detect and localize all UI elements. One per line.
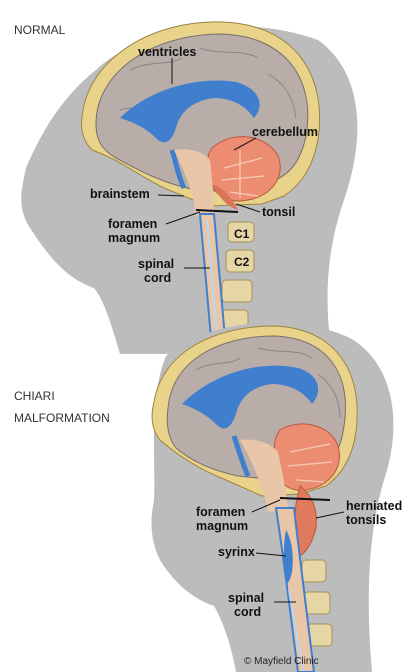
label-spinal-cord-top-2: cord <box>144 271 171 285</box>
label-c2: C2 <box>234 255 250 269</box>
label-brainstem: brainstem <box>90 187 150 201</box>
copyright-credit: © Mayfield Clinic <box>244 656 319 667</box>
label-herniated-2: tonsils <box>346 513 386 527</box>
chiari-head-illustration <box>152 322 394 672</box>
label-ventricles: ventricles <box>138 45 196 59</box>
normal-head-illustration <box>21 22 357 354</box>
label-c1: C1 <box>234 227 250 241</box>
normal-title: NORMAL <box>14 23 66 37</box>
label-cerebellum: cerebellum <box>252 125 318 139</box>
label-foramen-bottom-2: magnum <box>196 519 248 533</box>
chiari-title-line1: CHIARI <box>14 389 55 403</box>
label-foramen-bottom-1: foramen <box>196 505 245 519</box>
label-foramen-top-1: foramen <box>108 217 157 231</box>
label-spinal-cord-top-1: spinal <box>138 257 174 271</box>
chiari-title-line2: MALFORMATION <box>14 411 110 425</box>
label-tonsil: tonsil <box>262 205 295 219</box>
label-syrinx: syrinx <box>218 545 255 559</box>
label-spinal-cord-bottom-2: cord <box>234 605 261 619</box>
label-spinal-cord-bottom-1: spinal <box>228 591 264 605</box>
label-foramen-top-2: magnum <box>108 231 160 245</box>
label-herniated-1: herniated <box>346 499 402 513</box>
